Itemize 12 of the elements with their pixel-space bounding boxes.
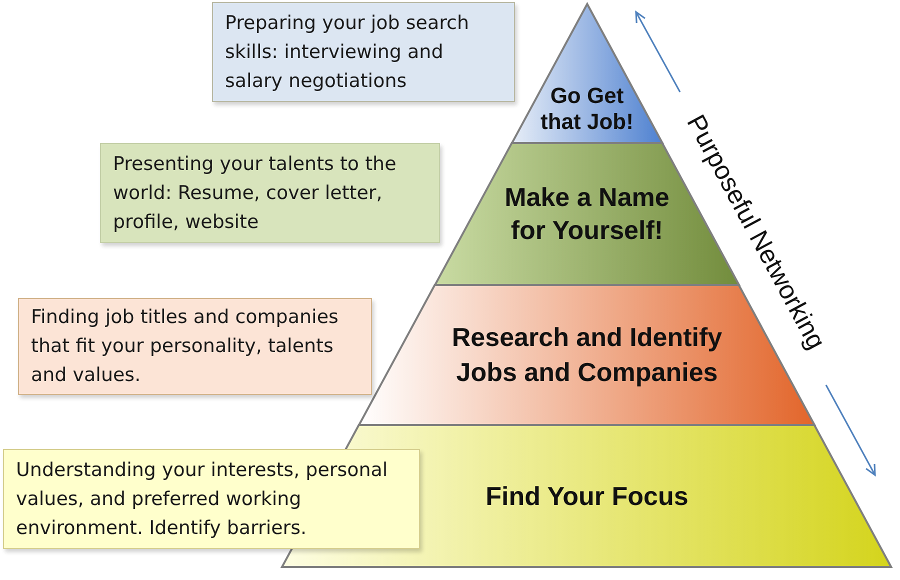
callout-text: Finding job titles and companies that fit your personality, talents and values. [31,305,340,388]
level-title: Research and Identify Jobs and Companies [450,321,723,389]
callout-box [212,2,515,102]
callout-text: Understanding your interests, personal values, and preferred working environment. Identify barriers. [16,458,389,540]
callout-text: Preparing your job search skills: interviewing and salary negotiations [225,10,470,94]
level-title: Find Your Focus [484,480,689,512]
level-title: Go Get that Job! [540,83,634,135]
callout-text: Presenting your talents to the world: Resume, cover letter, profile, website [113,152,398,234]
callout-box [3,449,420,549]
callout-box [100,143,440,243]
level-title: Make a Name for Yourself! [504,181,670,247]
callout-box [18,298,372,395]
